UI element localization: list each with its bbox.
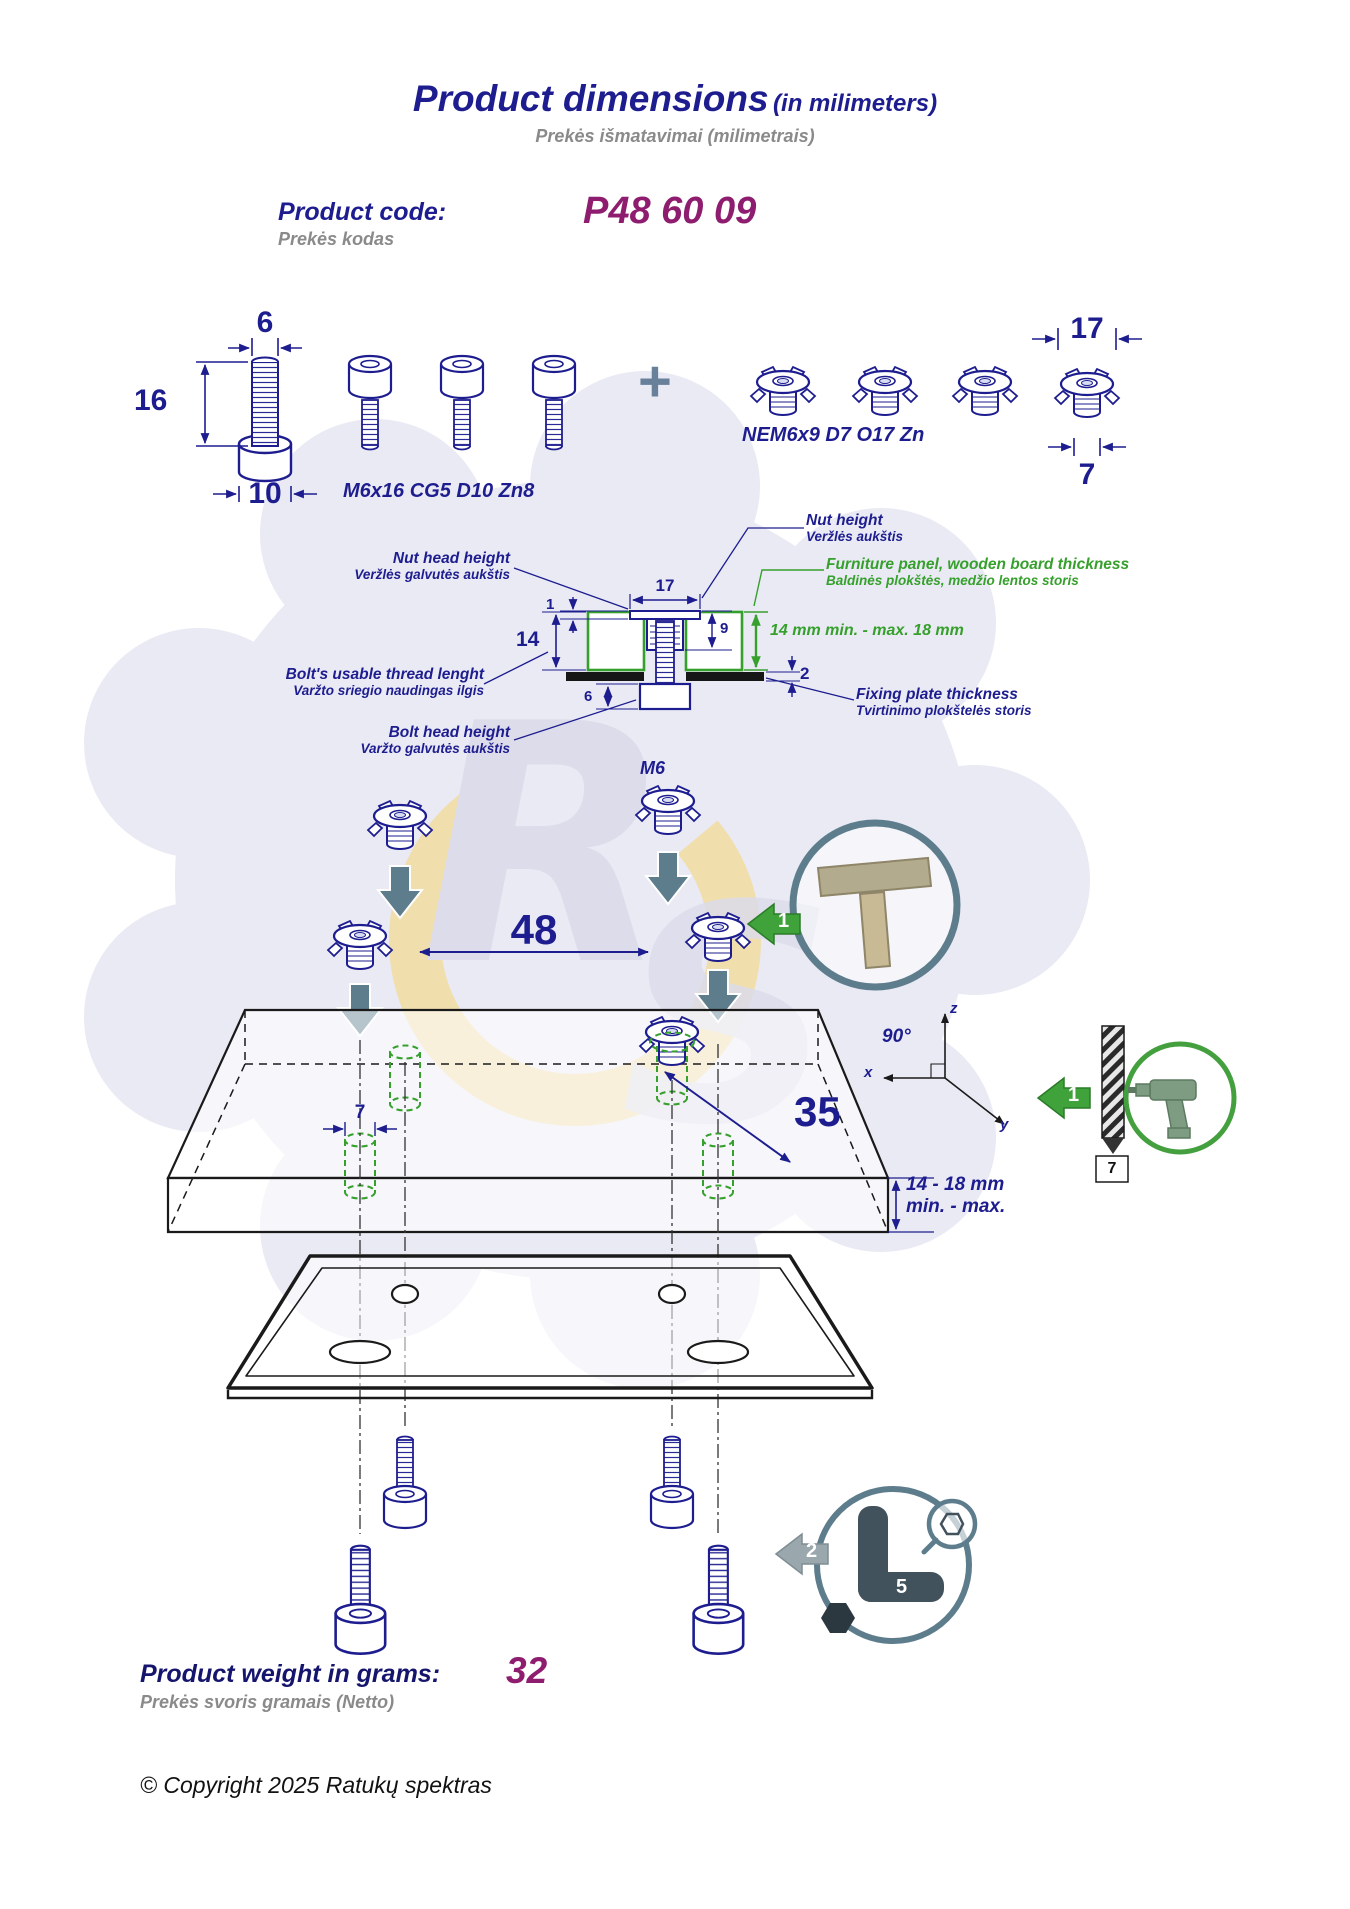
main-bolt-drawing — [196, 338, 317, 502]
panel-thickness-label-en: Furniture panel, wooden board thickness — [826, 556, 1130, 573]
socket-bolt-icon — [649, 1435, 695, 1530]
thread-length-label: Bolt's usable thread lenght Varžto srieg… — [266, 666, 484, 698]
socket-bolt-icon — [334, 1544, 387, 1655]
panel-thickness-label-lt: Baldinės plokštės, medžio lentos storis — [826, 573, 1079, 589]
nut-height-label-en: Nut height — [806, 512, 883, 529]
bolt-label: M6x16 CG5 D10 Zn8 — [343, 480, 535, 502]
product-code-label: Product code: — [278, 198, 447, 226]
t-nut-icon — [749, 365, 817, 417]
axis-z-label: z — [950, 1000, 958, 1017]
bolt-head-height-label-lt: Varžto galvutės aukštis — [360, 741, 510, 757]
step-arrow-icon — [1037, 1077, 1091, 1119]
weight-value: 32 — [506, 1650, 548, 1691]
bolt-dim-thread-diameter: 6 — [256, 306, 274, 339]
copyright-text: © Copyright 2025 Ratukų spektras — [140, 1772, 492, 1798]
hex-key-size-label: 5 — [896, 1576, 908, 1598]
panel-thickness-label: Furniture panel, wooden board thickness … — [826, 556, 1129, 588]
product-code-label-lt: Prekės kodas — [278, 229, 395, 249]
product-code-value: P48 60 09 — [583, 190, 757, 232]
page-subtitle: Prekės išmatavimai (milimetrais) — [535, 126, 815, 146]
nut-label: NEM6x9 D7 O17 Zn — [742, 424, 925, 446]
nut-head-height-label: Nut head height Veržlės galvutės aukštis — [296, 550, 510, 582]
step-number-drill: 1 — [1068, 1084, 1080, 1106]
cs-dim-thread-length: 14 — [516, 628, 540, 651]
page-title: Product dimensions (in milimeters) — [0, 78, 1350, 120]
t-nut-icon — [1053, 367, 1121, 419]
nut-height-label: Nut height Veržlės aukštis — [806, 512, 903, 544]
drill-bit-icon — [1095, 1025, 1129, 1183]
cs-dim-flange: 17 — [655, 576, 675, 595]
t-nut-icon — [951, 365, 1019, 417]
thread-length-label-lt: Varžto sriegio naudingas ilgis — [293, 683, 484, 699]
cs-dim-nut-height: 9 — [720, 620, 729, 637]
socket-bolt-icon — [439, 354, 485, 451]
bolt-dim-head-diameter: 10 — [248, 477, 282, 510]
assembly-drawing — [166, 784, 1129, 1655]
step-number-hammer: 1 — [778, 910, 790, 932]
t-nut-icon — [851, 365, 919, 417]
axis-y-label: y — [1000, 1116, 1009, 1133]
axes-icon — [883, 1013, 1005, 1125]
hex-key-icon — [814, 1486, 978, 1644]
plus-icon: + — [638, 349, 672, 414]
weight-label: Product weight in grams: — [140, 1660, 441, 1688]
bolt-dim-length: 16 — [134, 384, 168, 417]
magnifier-icon — [921, 1498, 978, 1555]
nut-dim-barrel-diameter: 7 — [1078, 458, 1096, 491]
angle-label: 90° — [882, 1026, 911, 1047]
watermark-letter-r: R — [420, 654, 674, 1038]
plate-thickness-label-en: Fixing plate thickness — [856, 686, 1018, 703]
nut-head-height-label-en: Nut head height — [392, 550, 510, 567]
page-title-suffix: (in milimeters) — [773, 90, 938, 117]
cs-dim-head: 1 — [546, 596, 555, 613]
thread-length-label-en: Bolt's usable thread lenght — [285, 666, 484, 683]
panel-range-label: 14 mm min. - max. 18 mm — [770, 622, 964, 639]
hole-dimension: 7 — [354, 1102, 366, 1123]
nut-row-drawing — [749, 328, 1142, 456]
plate-thickness-label-lt: Tvirtinimo plokštelės storis — [856, 703, 1032, 719]
axis-x-label: x — [864, 1064, 873, 1081]
cs-dim-plate: 2 — [800, 664, 810, 683]
plate-thickness-label: Fixing plate thickness Tvirtinimo plokšt… — [856, 686, 1032, 718]
drill-bit-size-label: 7 — [1107, 1160, 1117, 1177]
socket-bolt-icon — [382, 1435, 428, 1530]
drill-icon — [1123, 1041, 1237, 1155]
nut-height-label-lt: Veržlės aukštis — [806, 529, 904, 545]
spacing-dimension: 48 — [510, 906, 558, 953]
weight-label-lt: Prekės svoris gramais (Netto) — [140, 1692, 395, 1712]
nut-head-height-label-lt: Veržlės galvutės aukštis — [354, 567, 510, 583]
nut-dim-flange-diameter: 17 — [1070, 312, 1104, 345]
m6-label: M6 — [640, 758, 666, 778]
thickness-range-label: 14 - 18 mm — [906, 1174, 1005, 1195]
fixing-plate-drawing — [226, 1254, 874, 1400]
thickness-minmax-label: min. - max. — [906, 1196, 1006, 1217]
socket-bolt-icon — [692, 1544, 745, 1655]
cs-dim-bolt-head: 6 — [584, 688, 593, 705]
bolt-head-height-label-en: Bolt head height — [388, 724, 510, 741]
diagonal-dimension: 35 — [794, 1088, 841, 1135]
step-number-hex: 2 — [806, 1540, 818, 1562]
page-title-text: Product dimensions — [412, 78, 769, 119]
cross-section-drawing — [483, 527, 855, 741]
hammer-icon — [789, 819, 961, 991]
bolt-head-height-label: Bolt head height Varžto galvutės aukštis — [296, 724, 510, 756]
